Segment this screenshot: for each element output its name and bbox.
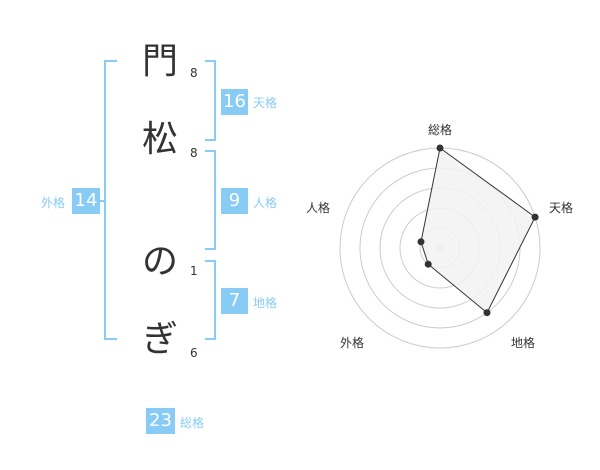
stroke-count-2: 8 xyxy=(190,146,198,160)
radar-label-soukaku: 総格 xyxy=(428,123,453,137)
tenkaku-label: 天格 xyxy=(253,96,278,110)
chikaku-badge: 7 xyxy=(221,288,248,314)
jinkaku-label: 人格 xyxy=(253,196,278,210)
soukaku-label: 総格 xyxy=(180,416,205,430)
soukaku-badge: 23 xyxy=(146,408,175,434)
radar-point-0 xyxy=(436,144,444,152)
gaikaku-label: 外格 xyxy=(41,196,66,210)
jinkaku-badge: 9 xyxy=(221,188,248,214)
chikaku-label: 地格 xyxy=(253,296,278,310)
name-char-1: 門 xyxy=(141,41,178,82)
radar-label-gaikaku: 外格 xyxy=(340,336,365,350)
name-char-4: ぎ xyxy=(141,319,178,360)
radar-point-4 xyxy=(417,238,425,246)
radar-label-tenkaku: 天格 xyxy=(549,201,574,215)
radar-label-chikaku: 地格 xyxy=(511,336,536,350)
radar-series-polygon xyxy=(420,147,536,314)
tenkaku-bracket xyxy=(205,60,216,141)
stroke-count-1: 8 xyxy=(190,66,198,80)
stroke-count-4: 6 xyxy=(190,346,198,360)
jinkaku-bracket xyxy=(205,150,216,250)
stroke-count-3: 1 xyxy=(190,264,198,278)
chikaku-bracket xyxy=(205,260,216,340)
name-char-3: の xyxy=(141,241,178,282)
gaikaku-badge: 14 xyxy=(72,188,100,214)
tenkaku-badge: 16 xyxy=(221,89,248,115)
radar-point-2 xyxy=(483,309,491,317)
name-char-2: 松 xyxy=(141,119,178,160)
radar-point-1 xyxy=(531,213,539,221)
radar-point-3 xyxy=(424,260,432,268)
radar-label-jinkaku: 人格 xyxy=(306,201,331,215)
